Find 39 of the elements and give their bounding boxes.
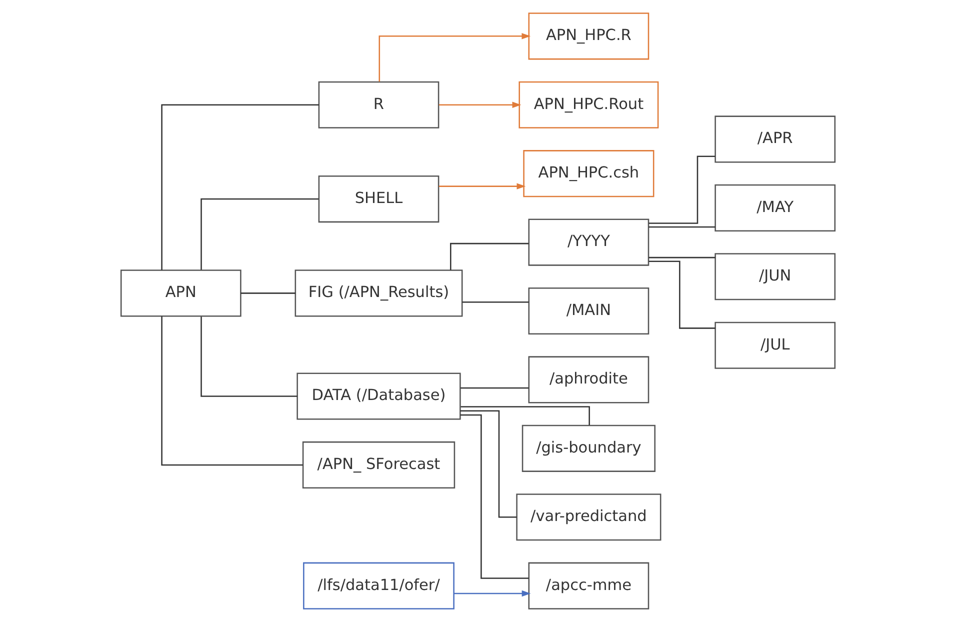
connector [460, 387, 528, 389]
connector [648, 226, 715, 228]
node-box: DATA (/Database) [296, 372, 460, 420]
node-box: /MAIN [528, 287, 649, 335]
node-box: APN_HPC.R [528, 12, 649, 60]
arrow [438, 102, 521, 108]
connector [200, 316, 297, 397]
connector [648, 256, 715, 258]
node-box: /JUL [714, 322, 836, 369]
connector [460, 414, 528, 579]
connector [160, 316, 302, 466]
connector [462, 301, 528, 303]
node-box: /aphrodite [528, 356, 649, 404]
node-box: /gis-boundary [521, 424, 655, 472]
node-box: /var-predictand [516, 494, 661, 541]
node-box: /APR [714, 116, 836, 163]
node-box: SHELL [318, 176, 439, 223]
connector [240, 292, 295, 294]
arrow [453, 590, 530, 597]
node-box: /apcc-mme [528, 562, 649, 610]
connector [160, 104, 318, 270]
connector [450, 242, 528, 270]
connector [648, 260, 715, 329]
node-box: APN [120, 270, 241, 317]
node-box: /APN_ SForecast [302, 441, 455, 488]
node-box: APN_HPC.Rout [518, 81, 658, 128]
node-box: /YYYY [528, 218, 649, 266]
connector [460, 406, 590, 426]
arrow [438, 183, 526, 190]
node-box: /JUN [714, 253, 836, 300]
connector [200, 198, 318, 270]
connector [460, 410, 516, 518]
node-box: FIG (/APN_Results) [294, 270, 462, 317]
node-box: /MAY [714, 184, 836, 232]
connector [648, 156, 715, 224]
node-box: APN_HPC.csh [522, 150, 654, 198]
node-box: R [318, 81, 439, 128]
node-box: /lfs/data11/ofer/ [302, 562, 454, 610]
arrow [378, 33, 530, 82]
